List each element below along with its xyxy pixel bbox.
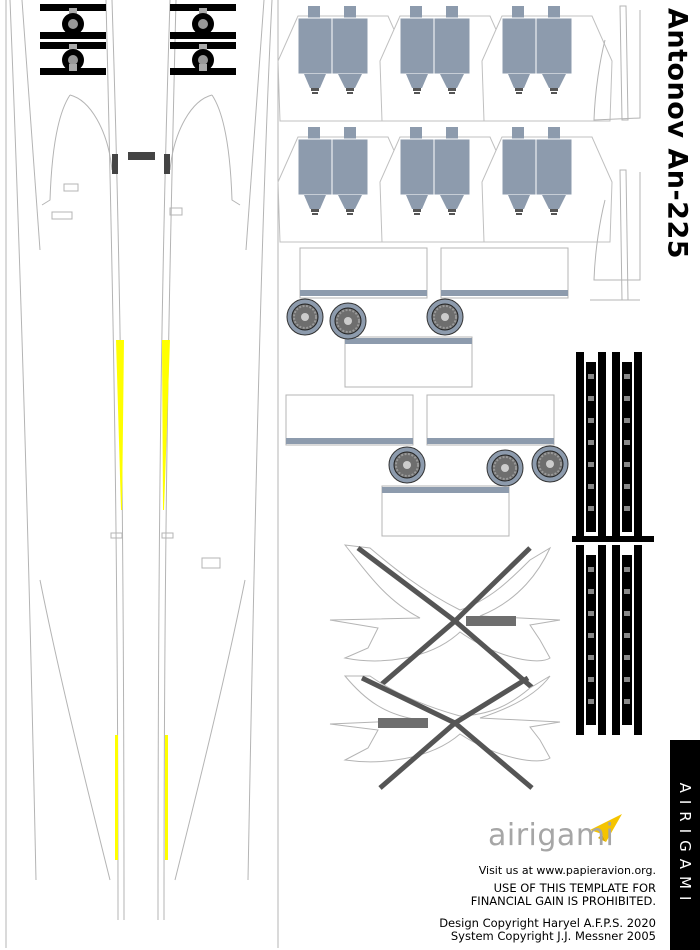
template-title-strip: Antonov An-225 xyxy=(654,0,700,740)
brand-band: AIRIGAMI xyxy=(670,740,700,950)
engine-fans xyxy=(286,298,569,487)
tail-assemblies xyxy=(329,544,561,790)
struts xyxy=(590,5,641,301)
nacelle-panels xyxy=(285,247,569,537)
fuselage-outlines xyxy=(5,0,279,948)
system-copyright: System Copyright J.J. Messner 2005 xyxy=(450,929,656,943)
yellow-stripes xyxy=(115,340,170,860)
template-title: Antonov An-225 xyxy=(661,7,693,260)
cockpit-marks xyxy=(112,152,170,174)
engine-nacelles xyxy=(277,5,613,243)
brand-band-text: AIRIGAMI xyxy=(676,782,694,908)
visit-text: Visit us at www.papieravion.org. xyxy=(478,864,656,877)
footer: Visit us at www.papieravion.org. USE OF … xyxy=(439,864,656,943)
paper-plane-icon xyxy=(590,814,622,842)
warning-line-1: USE OF THIS TEMPLATE FOR xyxy=(493,881,656,895)
warning-line-2: FINANCIAL GAIN IS PROHIBITED. xyxy=(470,894,656,908)
gear-tracks xyxy=(572,352,654,735)
wheel-pair-right xyxy=(170,4,236,75)
warning-text: USE OF THIS TEMPLATE FOR FINANCIAL GAIN … xyxy=(439,882,656,908)
copyright: Design Copyright Haryel A.F.P.S. 2020 Sy… xyxy=(439,917,656,943)
design-copyright: Design Copyright Haryel A.F.P.S. 2020 xyxy=(439,916,656,930)
wheel-pair-left xyxy=(40,4,106,75)
airigami-logo: airigami xyxy=(488,818,615,853)
